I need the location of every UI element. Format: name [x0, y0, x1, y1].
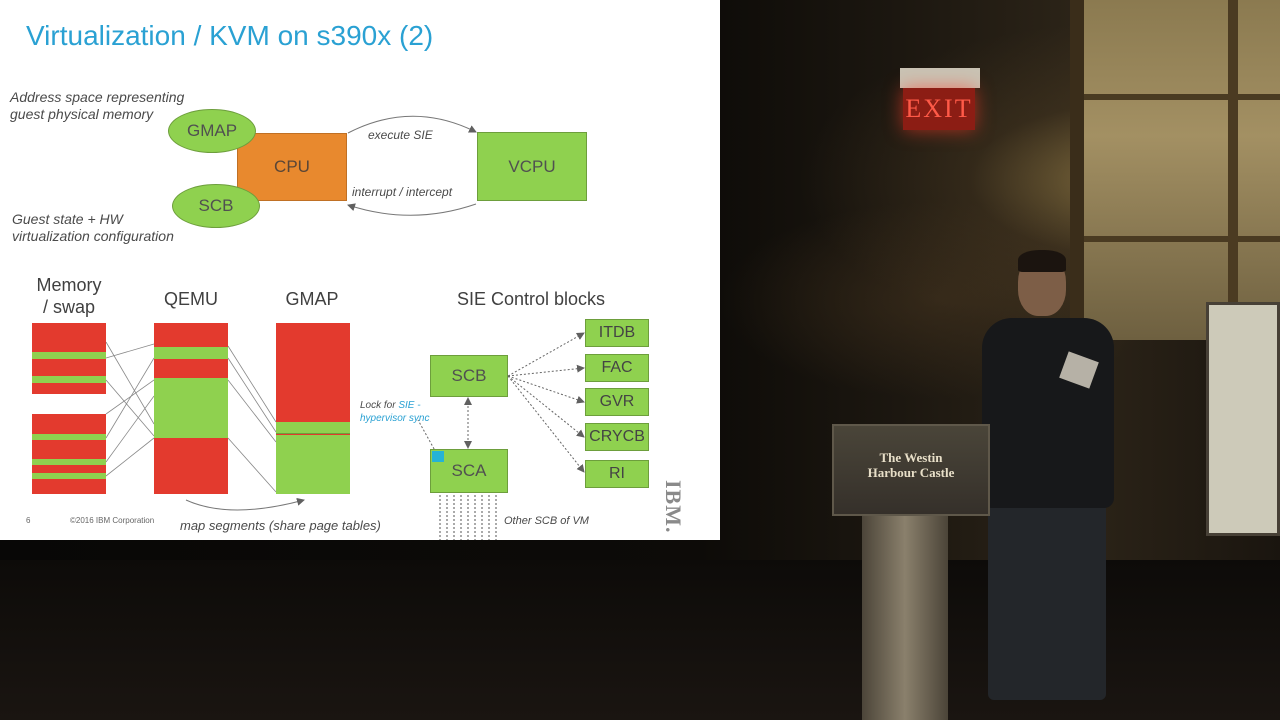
qemu-column [154, 323, 228, 494]
wall-column [1228, 0, 1238, 340]
mapping-lines [105, 341, 277, 493]
other-scb-label: Other SCB of VM [504, 515, 589, 527]
memory-block [32, 323, 106, 394]
lock-sie: SIE - [398, 400, 421, 411]
presentation-slide: Virtualization / KVM on s390x (2) Addres… [0, 0, 720, 540]
title-line: Memory [36, 275, 102, 295]
scb-ellipse: SCB [172, 184, 260, 228]
podium-logo: The Westin Harbour Castle [848, 450, 974, 480]
lock-note-line1: Lock for SIE - [360, 399, 429, 412]
scb-box: SCB [430, 355, 508, 397]
address-space-note: Address space representing guest physica… [10, 89, 184, 123]
lit-wall-panel [1080, 0, 1280, 340]
qemu-band [154, 378, 228, 438]
slide-number: 6 [26, 516, 31, 525]
memory-band [32, 376, 106, 383]
presenter-hair [1018, 250, 1066, 272]
qemu-title: QEMU [164, 289, 218, 309]
cpu-box: CPU [237, 133, 347, 201]
execute-sie-label: execute SIE [368, 128, 433, 142]
diagram-connectors [105, 115, 585, 540]
podium-logo-line1: The Westin [879, 450, 943, 465]
interrupt-arrow [347, 203, 477, 216]
ri-box: RI [585, 460, 649, 488]
podium-stand [862, 516, 948, 720]
wall-rail [1080, 236, 1280, 242]
memory-band [32, 434, 106, 440]
note-line: Guest state + HW [12, 211, 123, 227]
interrupt-intercept-label: interrupt / intercept [352, 185, 453, 199]
podium [832, 424, 990, 516]
swap-block [32, 414, 106, 494]
map-segments-arrow [185, 497, 305, 511]
title-line: / swap [42, 297, 96, 317]
flipchart [1206, 302, 1280, 536]
memory-band [32, 352, 106, 359]
lock-note-line2: hypervisor sync [360, 413, 430, 424]
slide-title: Virtualization / KVM on s390x (2) [26, 20, 434, 51]
lock-prefix: Lock for [360, 400, 399, 411]
gvr-box: GVR [585, 388, 649, 416]
gmap-column [276, 323, 350, 494]
podium-logo-line2: Harbour Castle [867, 465, 955, 480]
vcpu-box: VCPU [477, 132, 587, 201]
memory-swap-title: Memory / swap [26, 274, 112, 318]
fac-box: FAC [585, 354, 649, 382]
presenter-body [982, 318, 1114, 508]
sie-control-blocks-title: SIE Control blocks [456, 289, 606, 309]
wall-rail [1080, 94, 1280, 100]
qemu-band [154, 347, 228, 359]
lock-note: Lock for SIE - hypervisor sync [360, 399, 429, 425]
lock-marker [432, 451, 444, 462]
crycb-box: CRYCB [585, 423, 649, 451]
ibm-logo: IBM. [661, 480, 686, 534]
note-line: guest physical memory [10, 106, 154, 122]
memory-band [32, 459, 106, 465]
scb-fanout [417, 332, 585, 473]
exit-sign: EXIT [903, 88, 975, 130]
presenter-legs [988, 500, 1106, 700]
itdb-box: ITDB [585, 319, 649, 347]
exit-sign-housing [900, 68, 980, 88]
gmap-band [276, 422, 350, 434]
guest-state-note: Guest state + HW virtualization configur… [12, 211, 174, 245]
other-scb-arrows [439, 495, 497, 540]
memory-band [32, 473, 106, 479]
gmap-ellipse: GMAP [168, 109, 256, 153]
execute-sie-arrow [347, 115, 477, 134]
note-line: virtualization configuration [12, 228, 174, 244]
gmap-band [276, 435, 350, 494]
map-segments-label: map segments (share page tables) [180, 518, 381, 533]
gmap-title: GMAP [285, 289, 339, 309]
sca-box: SCA [430, 449, 508, 493]
copyright: ©2016 IBM Corporation [70, 516, 155, 525]
note-line: Address space representing [10, 89, 185, 105]
